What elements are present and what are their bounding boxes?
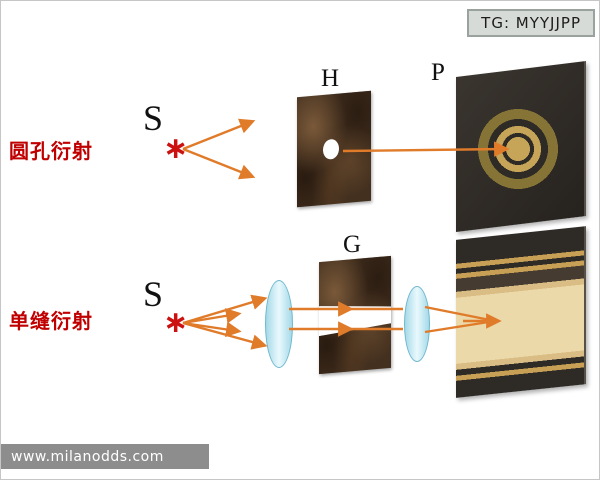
slit-opening (319, 300, 391, 336)
tg-watermark-box: TG: MYYJJPP (467, 9, 595, 37)
circular-aperture-title: 圆孔衍射 (9, 139, 93, 163)
single-slit-title: 单缝衍射 (9, 309, 93, 333)
observation-screen-bottom (456, 226, 586, 398)
lens-1 (265, 280, 293, 368)
lens-2 (404, 286, 430, 362)
top-source-star: ∗ (163, 131, 189, 166)
diffraction-rings (474, 105, 562, 193)
site-watermark-bar: www.milanodds.com (1, 444, 209, 469)
top-source-label: S (143, 98, 164, 138)
light-ray (182, 321, 268, 350)
light-ray (182, 321, 242, 338)
slit-plate-label: G (343, 231, 362, 258)
bottom-source-star: ∗ (163, 305, 189, 340)
screen-label-p: P (431, 59, 445, 86)
light-ray (182, 118, 256, 151)
aperture-hole (323, 138, 339, 160)
light-ray (182, 308, 242, 325)
bottom-source-label: S (143, 274, 164, 314)
tg-watermark-text: TG: MYYJJPP (481, 14, 581, 32)
site-watermark-text: www.milanodds.com (11, 448, 164, 465)
light-ray (182, 294, 268, 325)
slit-plate (319, 255, 391, 375)
light-ray (182, 147, 256, 180)
aperture-plate (297, 90, 371, 208)
aperture-plate-label: H (321, 65, 340, 92)
